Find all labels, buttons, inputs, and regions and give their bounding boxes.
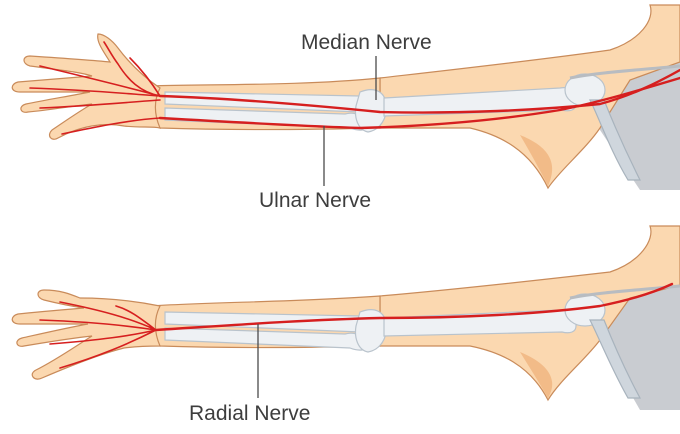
bottom-armpit-shade <box>520 352 553 398</box>
top-clavicle <box>569 64 680 80</box>
top-ulnar-nerve-line <box>158 76 680 130</box>
bottom-hand <box>11 289 161 380</box>
ulnar-nerve-label: Ulnar Nerve <box>259 189 371 212</box>
top-armpit-shade <box>520 135 553 186</box>
bottom-arm: Radial Nerve <box>11 225 680 425</box>
bottom-radial-nerve-line <box>154 282 674 332</box>
bottom-scapula <box>589 319 642 399</box>
bottom-torso <box>600 285 680 410</box>
bottom-hand-nerve-branches <box>39 301 157 369</box>
top-median-nerve-line <box>158 68 680 114</box>
radial-nerve-label: Radial Nerve <box>189 402 310 425</box>
median-nerve-label: Median Nerve <box>301 31 432 54</box>
top-scapula <box>589 99 641 181</box>
top-hand <box>11 33 162 140</box>
top-arm: Median Nerve Ulnar Nerve <box>11 4 680 212</box>
bottom-elbow <box>354 309 387 353</box>
top-hand-nerve-branches <box>29 41 161 135</box>
